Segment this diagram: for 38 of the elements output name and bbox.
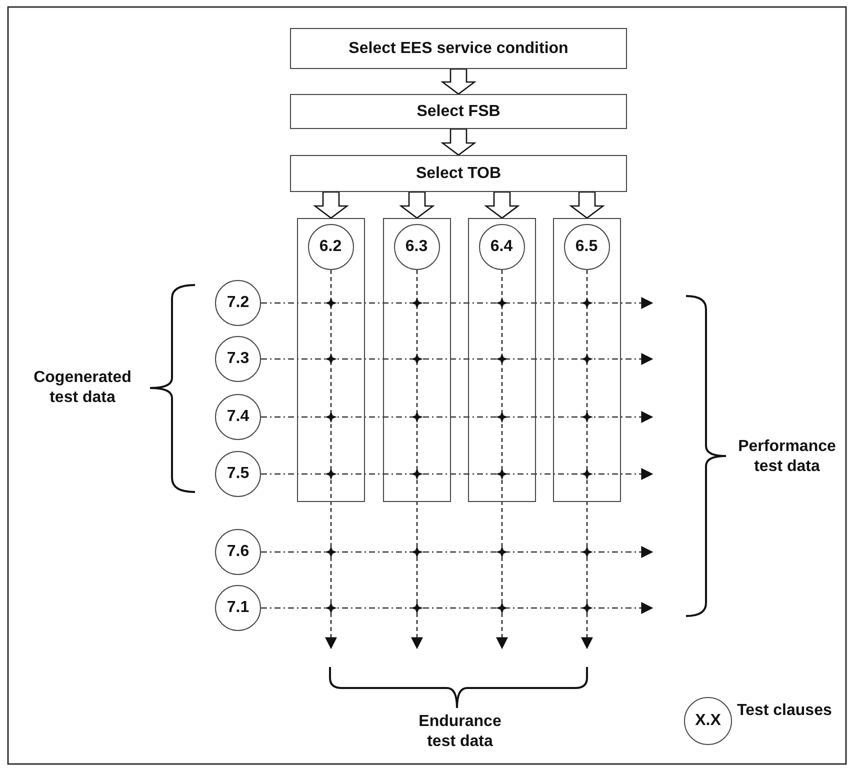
clause-circle: 7.4 [215, 394, 261, 440]
legend-circle: X.X [684, 697, 732, 745]
dashed-arrow [496, 270, 508, 650]
legend-text: Test clauses [737, 701, 832, 721]
clause-circle: 7.5 [215, 451, 261, 497]
clause-circle: 6.5 [564, 224, 610, 270]
dashed-arrow [261, 546, 654, 558]
dashed-arrow [261, 602, 654, 614]
dashed-arrow [261, 297, 654, 309]
clause-circle: 6.4 [478, 224, 524, 270]
clause-circle: 7.3 [215, 336, 261, 382]
column-box [553, 218, 621, 502]
clause-circle: 6.3 [394, 224, 440, 270]
column-box [468, 218, 536, 502]
dashed-arrow [261, 468, 654, 480]
process-box: Select EES service condition [290, 28, 627, 69]
hollow-arrow [484, 191, 520, 219]
group-label: Cogenerated test data [32, 368, 132, 408]
clause-circle: 7.1 [215, 585, 261, 631]
hollow-arrow [399, 191, 435, 219]
hollow-arrow [440, 68, 476, 95]
column-box [297, 218, 365, 502]
clause-circle: 6.2 [308, 224, 354, 270]
process-box: Select TOB [290, 155, 627, 192]
hollow-arrow [313, 191, 349, 219]
dashed-arrow [581, 270, 593, 650]
clause-circle: 7.6 [215, 529, 261, 575]
group-label: Performance test data [737, 437, 837, 477]
dashed-arrow [261, 411, 654, 423]
group-label: Endurance test data [418, 712, 502, 752]
process-box: Select FSB [290, 94, 627, 129]
dashed-arrow [411, 270, 423, 650]
dashed-arrow [325, 270, 337, 650]
clause-circle: 7.2 [215, 280, 261, 326]
hollow-arrow [440, 128, 476, 156]
column-box [383, 218, 451, 502]
hollow-arrow [569, 191, 605, 219]
dashed-arrow [261, 353, 654, 365]
